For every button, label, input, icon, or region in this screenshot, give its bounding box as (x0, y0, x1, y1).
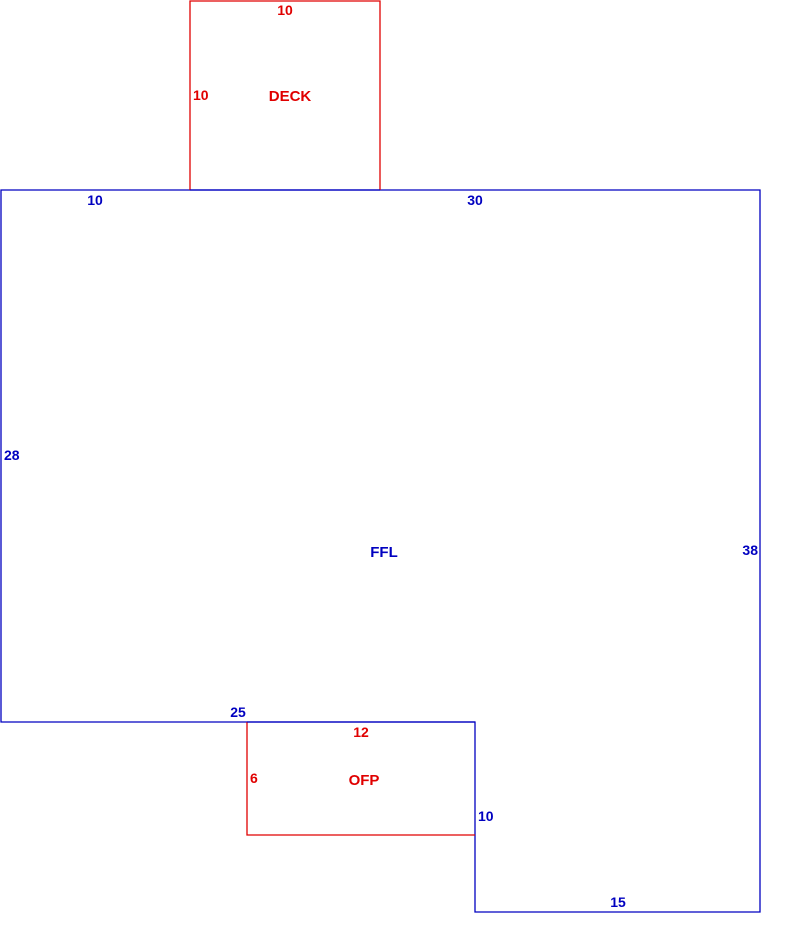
ofp-outline (246, 722, 475, 836)
ofp-area: OFP 12 6 (246, 722, 475, 836)
ffl-dim-top-left: 10 (87, 192, 103, 208)
deck-label: DECK (269, 88, 312, 105)
ffl-dim-bottom: 15 (610, 894, 626, 910)
ffl-label: FFL (370, 544, 398, 561)
deck-dim-left: 10 (193, 87, 209, 103)
ffl-dim-step-bottom: 25 (230, 704, 246, 720)
ofp-label: OFP (349, 772, 380, 789)
ffl-area: FFL 10 30 28 38 25 10 15 (0, 189, 761, 913)
deck-outline (189, 0, 381, 190)
ffl-dim-step-side: 10 (478, 808, 494, 824)
ffl-dim-left: 28 (4, 447, 20, 463)
ffl-dim-top-right: 30 (467, 192, 483, 208)
ffl-outline (0, 189, 761, 913)
deck-area: DECK 10 10 (189, 0, 381, 190)
deck-dim-top: 10 (277, 2, 293, 18)
ofp-dim-left: 6 (250, 770, 258, 786)
ofp-dim-top: 12 (353, 724, 369, 740)
ffl-dim-right: 38 (742, 542, 758, 558)
